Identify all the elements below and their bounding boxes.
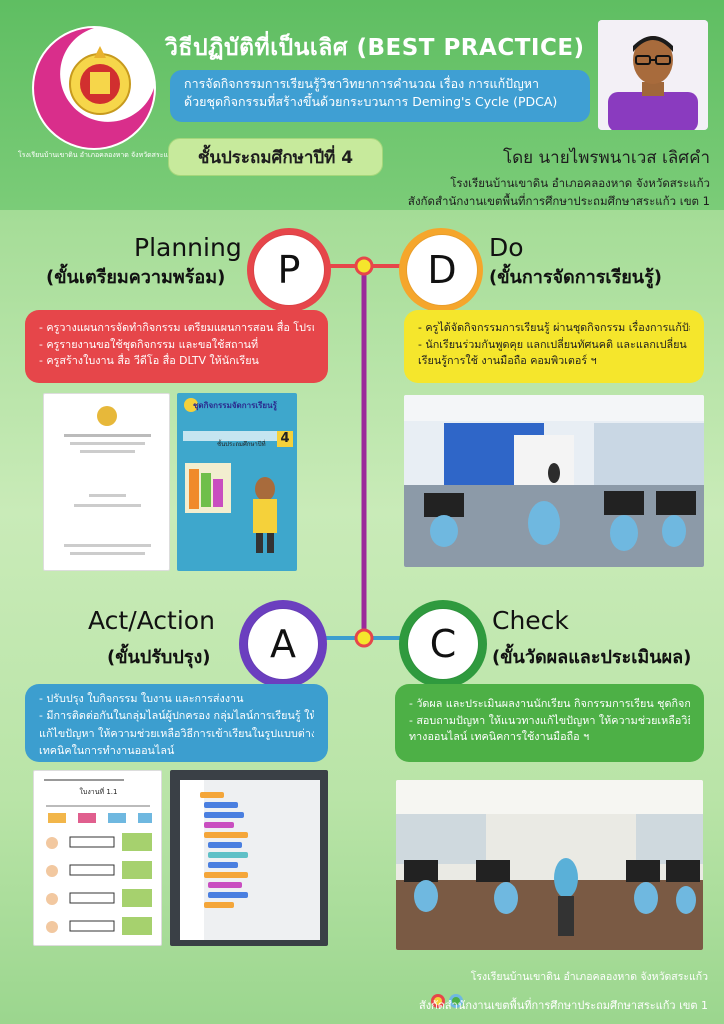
plan-title: Planning (134, 233, 242, 262)
act-letter: A (248, 609, 318, 679)
check-box: - วัดผล และประเมินผลงานนักเรียน กิจกรรมก… (395, 684, 704, 762)
cover-kit-title: ชุดกิจกรรมจัดการเรียนรู้ (193, 401, 277, 410)
do-letter: D (407, 235, 477, 305)
check-item: - วัดผล และประเมินผลงานนักเรียน กิจกรรมก… (409, 697, 690, 710)
grade-badge: ชั้นประถมศึกษาปีที่ 4 (168, 138, 383, 176)
act-title: Act/Action (88, 606, 215, 635)
plan-item: - ครูสร้างใบงาน สื่อ วีดีโอ สื่อ DLTV ให… (39, 354, 259, 368)
check-classroom-photo (396, 780, 703, 950)
act-scratch-screenshot (170, 770, 328, 946)
school-name: โรงเรียนบ้านเขาดิน อำเภอคลองหาด จังหวัดส… (450, 176, 710, 190)
footer-logo-icon (431, 994, 463, 1008)
act-box: - ปรับปรุง ใบกิจกรรม ใบงาน และการส่งงาน … (25, 684, 328, 762)
footer-office: สังกัดสำนักงานเขตพื้นที่การศึกษาประถมศึก… (419, 999, 708, 1012)
worksheet-title: ใบงานที่ 1.1 (79, 788, 118, 796)
do-item: - ครูได้จัดกิจกรรมการเรียนรู้ ผ่านชุดกิจ… (418, 321, 690, 334)
logo-arc-text: โรงเรียนบ้านเขาดิน อำเภอคลองหาด จังหวัดส… (18, 151, 168, 159)
plan-cover-image: ชุดกิจกรรมจัดการเรียนรู้ ชั้นประถมศึกษาป… (177, 393, 297, 571)
act-subtitle: (ขั้นปรับปรุง) (107, 647, 211, 668)
plan-document-image (43, 393, 170, 571)
do-item: เรียนรู้การใช้ งานมือถือ คอมพิวเตอร์ ฯ (418, 354, 597, 368)
school-office: สังกัดสำนักงานเขตพื้นที่การศึกษาประถมศึก… (407, 194, 710, 208)
cover-grade-number: 4 (277, 431, 293, 447)
do-subtitle: (ขั้นการจัดการเรียนรู้) (489, 267, 662, 288)
check-item: - สอบถามปัญหา ให้แนวทางแก้ไขปัญหา ให้ควา… (409, 713, 690, 727)
do-item: - นักเรียนร่วมกันพูดคุย แลกเปลี่ยนทัศนคต… (418, 337, 687, 351)
do-box: - ครูได้จัดกิจกรรมการเรียนรู้ ผ่านชุดกิจ… (404, 310, 704, 383)
plan-letter: P (254, 235, 324, 305)
page-title: วิธีปฏิบัติที่เป็นเลิศ (BEST PRACTICE) (165, 35, 585, 61)
school-logo (32, 26, 156, 150)
cover-grade-label: ชั้นประถมศึกษาปีที่ (217, 441, 266, 448)
do-classroom-photo (404, 395, 704, 567)
plan-item: - ครูรายงานขอใช้ชุดกิจกรรม และขอใช้สถานท… (39, 337, 259, 351)
act-item: - มีการติดต่อกันในกลุ่มไลน์ผู้ปกครอง กลุ… (39, 709, 314, 723)
check-item: ทางออนไลน์ เทคนิคการใช้งานมือถือ ฯ (409, 730, 590, 744)
act-item: แก้ไขปัญหา ให้ความช่วยเหลือวิธีการเข้าเร… (39, 726, 314, 740)
check-subtitle: (ขั้นวัดผลและประเมินผล) (492, 647, 692, 668)
plan-subtitle: (ขั้นเตรียมความพร้อม) (46, 267, 226, 288)
subtitle-box: การจัดกิจกรรมการเรียนรู้วิชาวิทยาการคำนว… (170, 70, 590, 122)
act-item: - ปรับปรุง ใบกิจกรรม ใบงาน และการส่งงาน (39, 692, 244, 705)
footer-school: โรงเรียนบ้านเขาดิน อำเภอคลองหาด จังหวัดส… (470, 971, 708, 983)
do-title: Do (489, 233, 524, 262)
subtitle-line-2: ด้วยชุดกิจกรรมที่สร้างขึ้นด้วยกระบวนการ … (184, 94, 558, 110)
act-item: เทคนิคในการทำงานออนไลน์ (39, 743, 175, 757)
check-letter: C (408, 609, 478, 679)
pdca-spine (324, 256, 404, 648)
plan-item: - ครูวางแผนการจัดทำกิจกรรม เตรียมแผนการส… (39, 321, 314, 334)
author-avatar (598, 20, 708, 130)
act-worksheet-image: ใบงานที่ 1.1 (33, 770, 162, 946)
plan-box: - ครูวางแผนการจัดทำกิจกรรม เตรียมแผนการส… (25, 310, 328, 383)
check-title: Check (492, 606, 569, 635)
author-name: โดย นายไพรพนาเวส เลิศคำ (503, 148, 710, 168)
subtitle-line-1: การจัดกิจกรรมการเรียนรู้วิชาวิทยาการคำนว… (184, 76, 540, 91)
